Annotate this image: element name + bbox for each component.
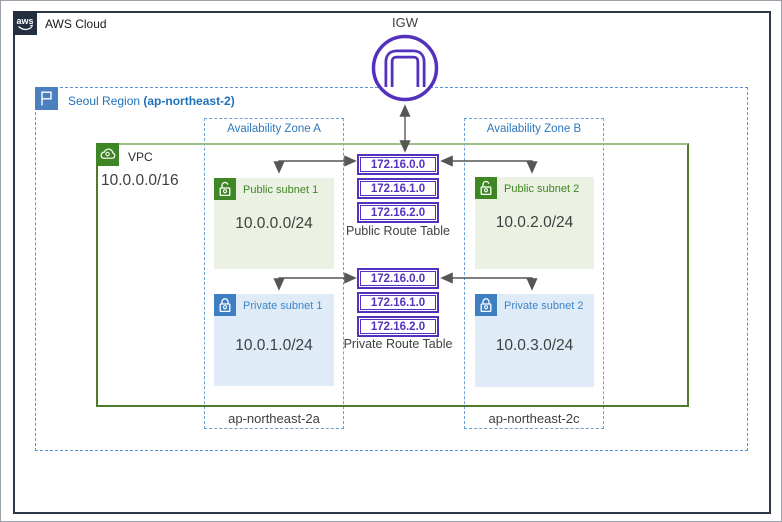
route-entry: 172.16.1.0 bbox=[357, 292, 439, 313]
public-subnet-1: Public subnet 1 10.0.0.0/24 bbox=[214, 178, 334, 269]
aws-logo-text: aws bbox=[16, 16, 33, 26]
az-code-2c: ap-northeast-2c bbox=[488, 411, 580, 426]
route-entry: 172.16.2.0 bbox=[357, 316, 439, 337]
route-entry-value: 172.16.1.0 bbox=[360, 181, 436, 196]
route-entry: 172.16.0.0 bbox=[357, 154, 439, 175]
private-subnet-2-label: Private subnet 2 bbox=[504, 300, 584, 312]
private-route-table: 172.16.0.0 172.16.1.0 172.16.2.0 bbox=[357, 268, 439, 340]
region-name: Seoul Region bbox=[68, 94, 144, 108]
availability-zone-b-label: Availability Zone B bbox=[486, 123, 582, 135]
open-lock-icon bbox=[214, 178, 236, 200]
availability-zone-a-label: Availability Zone A bbox=[227, 123, 321, 135]
private-route-table-label: Private Route Table bbox=[343, 337, 453, 351]
closed-lock-icon bbox=[475, 294, 497, 316]
route-entry: 172.16.1.0 bbox=[357, 178, 439, 199]
public-subnet-2: Public subnet 2 10.0.2.0/24 bbox=[475, 177, 594, 269]
aws-cloud-frame bbox=[13, 11, 771, 514]
public-route-table: 172.16.0.0 172.16.1.0 172.16.2.0 bbox=[357, 154, 439, 226]
vpc-frame bbox=[96, 143, 689, 407]
igw-label: IGW bbox=[392, 15, 418, 30]
aws-cloud-label: AWS Cloud bbox=[45, 17, 107, 31]
closed-lock-icon bbox=[214, 294, 236, 316]
route-entry-value: 172.16.2.0 bbox=[360, 319, 436, 334]
open-lock-icon bbox=[475, 177, 497, 199]
private-subnet-2-cidr: 10.0.3.0/24 bbox=[495, 337, 574, 354]
route-entry: 172.16.2.0 bbox=[357, 202, 439, 223]
private-subnet-1: Private subnet 1 10.0.1.0/24 bbox=[214, 294, 334, 386]
aws-logo-icon: aws bbox=[13, 11, 37, 35]
region-code: (ap-northeast-2) bbox=[143, 94, 235, 108]
private-subnet-1-cidr: 10.0.1.0/24 bbox=[235, 337, 313, 354]
route-entry-value: 172.16.0.0 bbox=[360, 157, 436, 172]
route-entry-value: 172.16.2.0 bbox=[360, 205, 436, 220]
public-subnet-1-cidr: 10.0.0.0/24 bbox=[235, 215, 313, 232]
public-route-table-label: Public Route Table bbox=[345, 224, 450, 238]
route-entry-value: 172.16.1.0 bbox=[360, 295, 436, 310]
public-subnet-2-cidr: 10.0.2.0/24 bbox=[495, 214, 574, 231]
vpc-label: VPC bbox=[128, 150, 153, 164]
az-code-2a: ap-northeast-2a bbox=[228, 411, 320, 426]
route-entry: 172.16.0.0 bbox=[357, 268, 439, 289]
route-entry-value: 172.16.0.0 bbox=[360, 271, 436, 286]
vpc-icon bbox=[96, 143, 119, 166]
public-subnet-1-label: Public subnet 1 bbox=[243, 184, 319, 196]
region-flag-icon bbox=[35, 87, 58, 110]
public-subnet-2-label: Public subnet 2 bbox=[504, 183, 580, 195]
private-subnet-1-label: Private subnet 1 bbox=[243, 300, 323, 312]
vpc-cidr: 10.0.0.0/16 bbox=[101, 172, 179, 189]
private-subnet-2: Private subnet 2 10.0.3.0/24 bbox=[475, 294, 594, 387]
region-label: Seoul Region (ap-northeast-2) bbox=[68, 94, 235, 108]
